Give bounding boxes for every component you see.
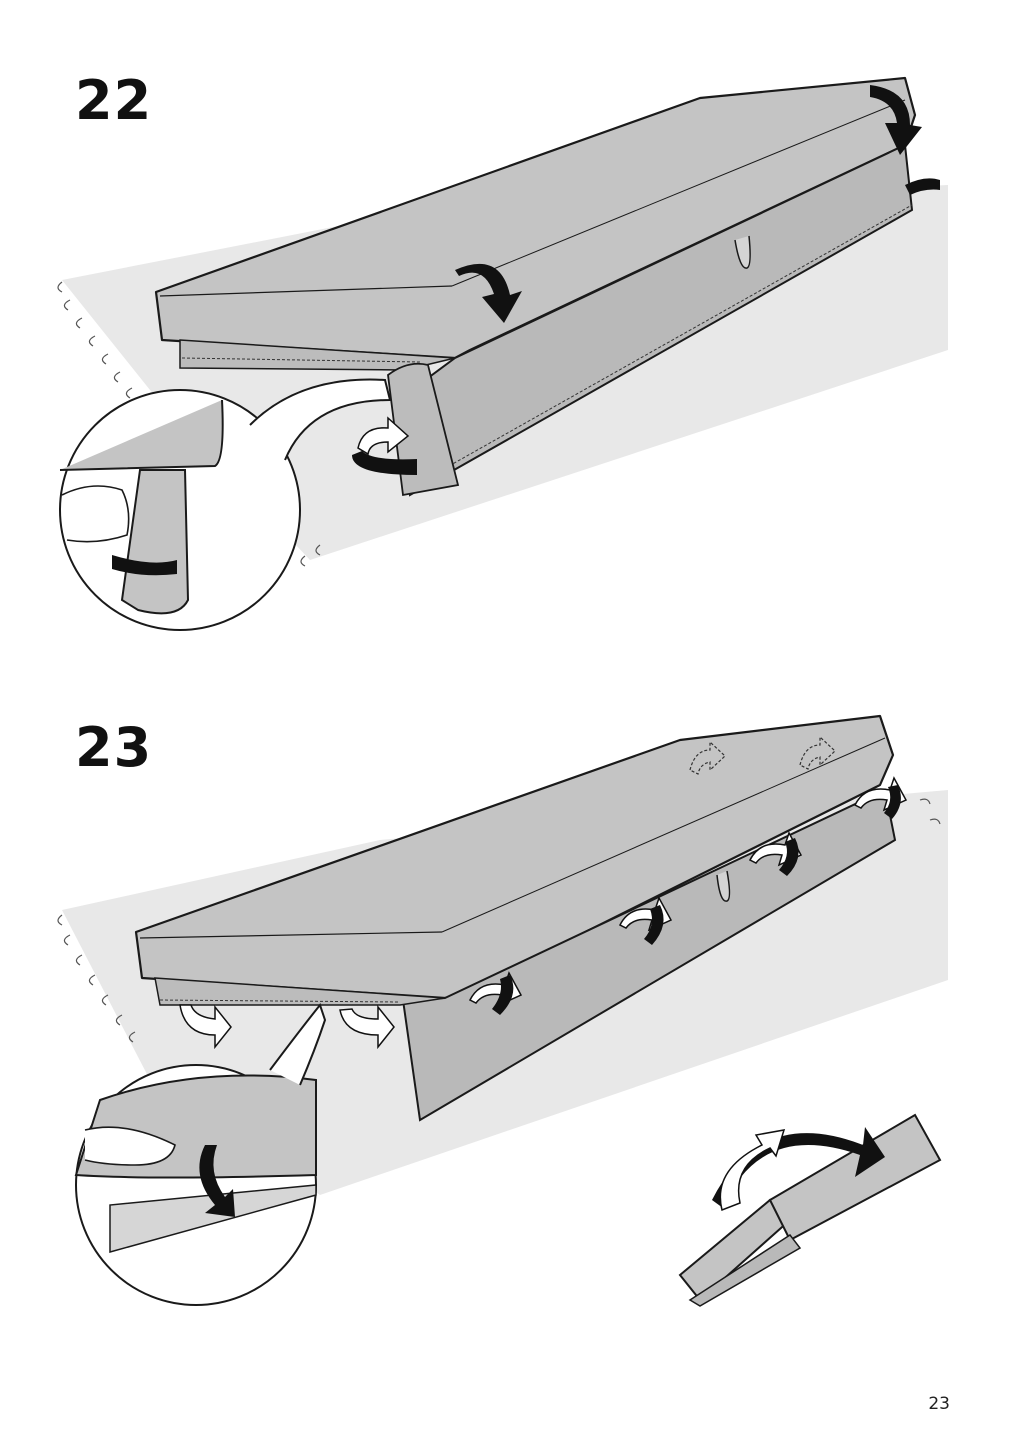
strap-loop: [734, 235, 751, 269]
rug-fringe: [57, 798, 941, 1043]
arrow-icon: [179, 776, 908, 1050]
dashed-arrow-icon: [689, 735, 836, 775]
page-number: 23: [928, 1394, 950, 1414]
arrow-icon: [352, 85, 940, 475]
step-number-23: 23: [75, 716, 153, 779]
rug-fringe: [57, 281, 321, 567]
strap-loop: [716, 870, 731, 902]
mini-cushion-illustration: [678, 1113, 942, 1307]
step-23-illustration: [57, 714, 948, 1307]
step-22-illustration: [57, 76, 948, 631]
step-number-22: 22: [75, 69, 153, 132]
